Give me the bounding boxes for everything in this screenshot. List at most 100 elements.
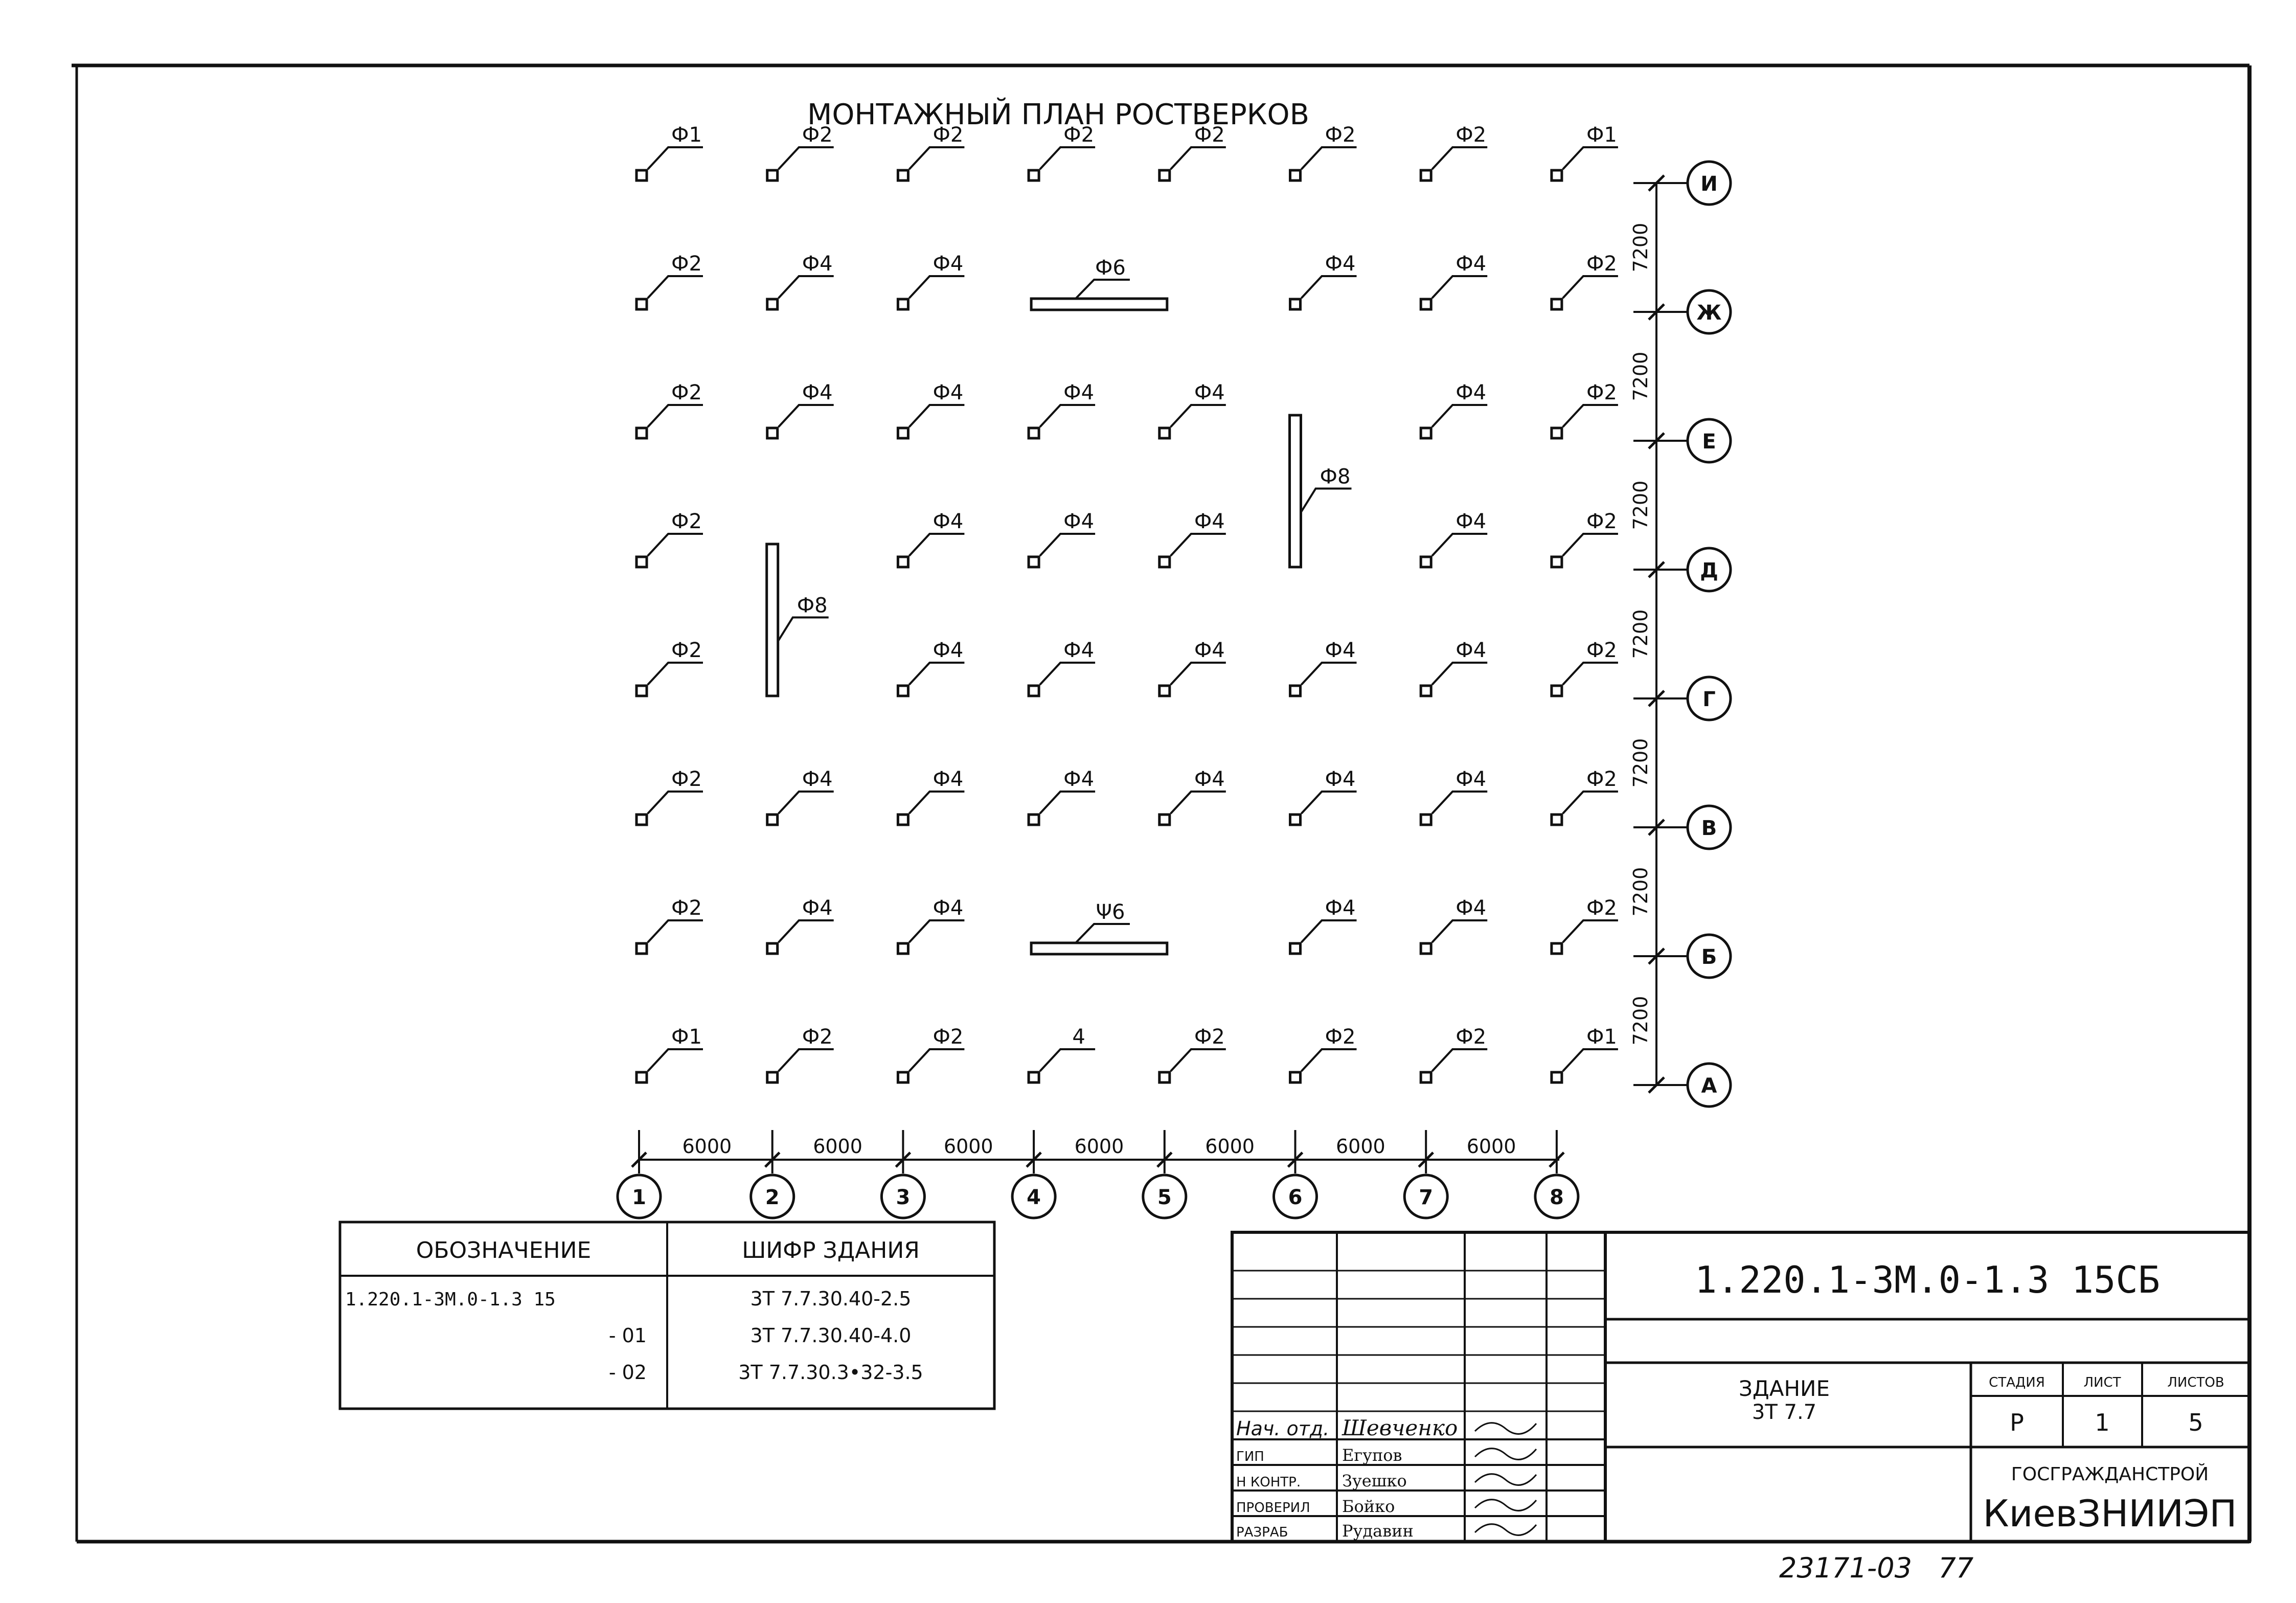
leader-line	[1431, 404, 1488, 428]
leader-line	[778, 1048, 834, 1072]
foundation-mark: Ф2	[635, 381, 703, 440]
spec-row-3-code: 3Т 7.7.30.3•32-3.5	[738, 1361, 923, 1384]
foundation-mark: Ф2	[1550, 252, 1618, 311]
leader-line	[1301, 1048, 1357, 1072]
foundation-mark: Ф2	[1550, 896, 1618, 955]
pile-cap-marker	[1158, 426, 1171, 440]
foundation-mark: Ф2	[1550, 381, 1618, 440]
axis-circle	[1686, 547, 1732, 593]
mark-label: Ф4	[933, 510, 963, 533]
pile-cap-marker	[635, 555, 648, 569]
column-axis-label: 6	[1288, 1186, 1303, 1209]
foundation-mark: Ф4	[1419, 767, 1488, 826]
leader-line	[908, 404, 965, 428]
foundation-mark: Ф2	[896, 1025, 965, 1084]
foundation-mark: Ф4	[1158, 767, 1226, 826]
pile-cap-marker	[896, 169, 910, 182]
spec-row-1-code: 3Т 7.7.30.40-2.5	[751, 1288, 912, 1310]
column-axis-bubble: 5	[1142, 1130, 1188, 1220]
mark-label: Ф4	[933, 381, 963, 404]
pile-cap-marker	[896, 298, 910, 311]
leader-line	[778, 275, 834, 299]
leader-line	[778, 146, 834, 170]
leader-line	[1170, 662, 1226, 686]
foundation-mark: Ф4	[896, 510, 965, 569]
mark-label: Ф2	[1456, 1025, 1486, 1049]
mark-label: Ф4	[933, 639, 963, 662]
dimension-tick	[1648, 174, 1665, 192]
spec-header-building-code: ШИФР ЗДАНИЯ	[742, 1237, 920, 1263]
foundation-mark: Ф2	[766, 1025, 834, 1084]
footer-note: 23171-03 77	[1779, 1552, 1973, 1584]
foundation-mark: Ф4	[896, 252, 965, 311]
foundation-mark: Ф2	[1550, 639, 1618, 697]
leader-line	[1562, 275, 1618, 299]
foundation-mark: Ф2	[896, 123, 965, 182]
foundation-mark: Ф2	[766, 123, 834, 182]
leader-line	[1170, 791, 1226, 815]
pile-cap-marker	[1289, 813, 1302, 826]
leader-line	[1431, 919, 1488, 943]
row-axis-bubble: Г	[1633, 675, 1732, 721]
leader-line	[1039, 791, 1096, 815]
foundation-mark: Ф4	[1158, 639, 1226, 697]
signer-row: Нач. отд.Шевченко	[1236, 1415, 1537, 1440]
leader-line	[1431, 791, 1488, 815]
beam: Ф8	[765, 543, 829, 697]
pile-cap-marker	[1550, 169, 1563, 182]
mark-label: Ф4	[1456, 896, 1486, 920]
foundation-mark: Ф4	[766, 767, 834, 826]
axis-circle	[1142, 1173, 1188, 1220]
axis-circle	[616, 1173, 662, 1220]
mark-label: Ф1	[1586, 1025, 1617, 1049]
row-axis-bubble: А	[1633, 1062, 1732, 1108]
dimension-tick	[1648, 432, 1665, 449]
pile-cap-marker	[766, 813, 779, 826]
pile-cap-marker	[1158, 1071, 1171, 1084]
pile-cap-marker	[1289, 298, 1302, 311]
beam-outline	[1288, 414, 1302, 569]
sheets-value: 5	[2188, 1409, 2203, 1436]
mark-label: Ф4	[1194, 510, 1225, 533]
leader-line	[647, 919, 703, 943]
mark-label: Ф4	[1325, 252, 1356, 276]
foundation-mark: Ф4	[1027, 639, 1096, 697]
row-axis-label: Ж	[1697, 301, 1722, 325]
column-axis-label: 1	[632, 1186, 646, 1209]
leader-line	[1170, 146, 1226, 170]
foundation-mark: Ф4	[1158, 510, 1226, 569]
leader-line	[1301, 275, 1357, 299]
leader-line	[647, 275, 703, 299]
leader-line	[647, 146, 703, 170]
axis-circle	[1686, 160, 1732, 206]
foundation-mark: Ф4	[1158, 381, 1226, 440]
mark-label: Ф2	[1325, 1025, 1356, 1049]
pile-cap-marker	[635, 684, 648, 697]
leader-line	[908, 146, 965, 170]
column-dimension-value: 6000	[682, 1135, 732, 1158]
row-axis-bubble: Д	[1633, 547, 1732, 593]
leader-line	[1170, 1048, 1226, 1072]
dimension-tick	[1648, 819, 1665, 836]
object-label: ЗДАНИЕ	[1739, 1376, 1830, 1401]
foundation-mark: Ф4	[1289, 252, 1357, 311]
mark-label: Ф4	[802, 767, 833, 791]
mark-label: Ф4	[1325, 896, 1356, 920]
row-axis-label: Г	[1702, 688, 1716, 711]
leader-line	[1562, 146, 1618, 170]
foundation-mark: Ф2	[635, 639, 703, 697]
beam-outline	[1030, 297, 1169, 311]
mark-label: Ф4	[1456, 252, 1486, 276]
column-dimension-value: 6000	[944, 1135, 993, 1158]
leader-line	[778, 616, 829, 641]
foundation-mark: Ф4	[1419, 896, 1488, 955]
mark-label: Ф1	[1586, 123, 1617, 147]
foundation-mark: Ф4	[896, 896, 965, 955]
dimension-tick	[1287, 1152, 1304, 1168]
dimension-tick	[1648, 561, 1665, 578]
